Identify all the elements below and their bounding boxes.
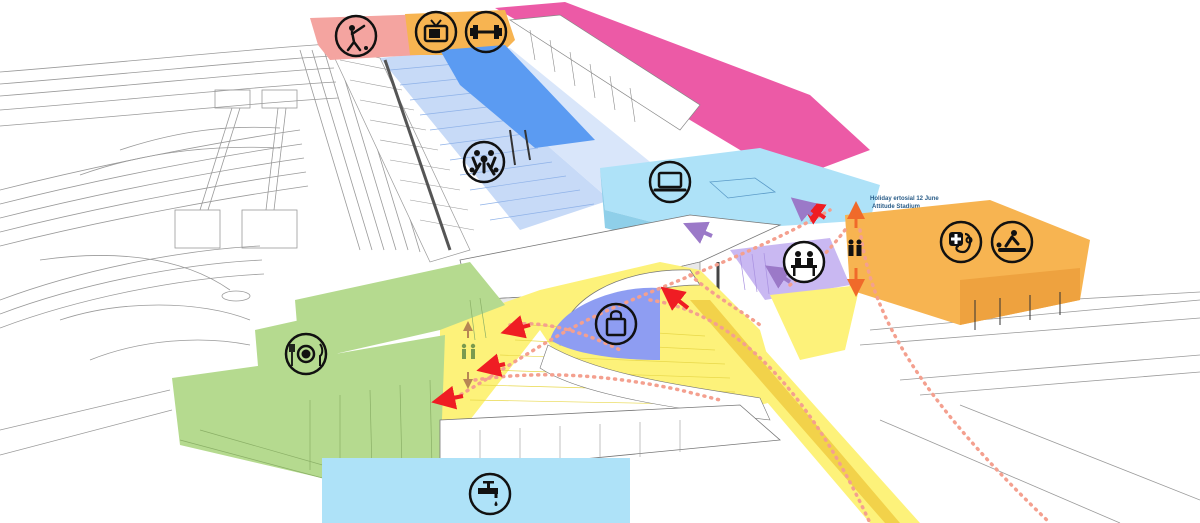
restroom-icon	[848, 239, 862, 256]
shop-area	[550, 287, 660, 360]
arrow-red-2	[476, 353, 506, 377]
shopping-bag-icon	[594, 302, 638, 346]
arrow-purple-3	[765, 265, 792, 289]
arrow-purple-1	[683, 221, 713, 244]
arrow-purple-2	[790, 197, 817, 222]
tv-icon	[414, 10, 458, 54]
water-tap-icon	[468, 472, 512, 516]
magenta-roof-block	[495, 2, 870, 180]
arrow-red-1	[500, 315, 531, 339]
first-aid-icon	[990, 220, 1034, 264]
lower-platform	[439, 404, 781, 476]
laptop-icon	[648, 160, 692, 204]
medical-icon	[939, 220, 983, 264]
team-sports-icon	[462, 140, 506, 184]
golf-icon	[334, 14, 378, 58]
sign-line-2: Attitude Stadium	[872, 204, 920, 210]
arrow-red-4	[660, 286, 690, 311]
dining-icon	[284, 332, 328, 376]
sign-line-1: Holiday ertosial 12 June	[870, 196, 939, 202]
reception-desk-icon	[782, 240, 826, 284]
street-linework	[859, 291, 1200, 523]
green-dining-building	[172, 262, 505, 481]
water-area	[322, 458, 630, 523]
restroom-marker-dining	[461, 343, 476, 359]
flow-arrows	[431, 197, 865, 410]
blue-roof-canopy	[440, 45, 595, 166]
dumbbell-icon	[464, 10, 508, 54]
arrow-red-3	[431, 385, 464, 410]
